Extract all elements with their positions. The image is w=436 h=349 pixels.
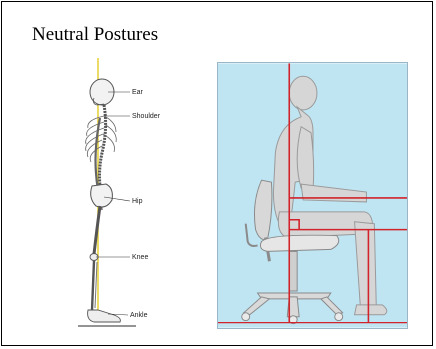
slide-title: Neutral Postures xyxy=(32,24,158,46)
chair-cylinder xyxy=(289,251,297,291)
seated-posture-diagram xyxy=(217,62,408,329)
femur xyxy=(94,206,100,254)
rib-cage xyxy=(86,116,117,162)
skeleton-posture-diagram: Ear Shoulder Hip Knee Ankle xyxy=(64,58,176,334)
label-ankle: Ankle xyxy=(130,312,148,319)
label-shoulder: Shoulder xyxy=(132,113,161,120)
pelvis xyxy=(91,184,113,207)
slide-frame: Neutral Postures xyxy=(1,1,433,346)
chair-seat xyxy=(260,235,338,251)
foot xyxy=(88,310,121,322)
label-ear: Ear xyxy=(132,89,144,96)
label-knee: Knee xyxy=(132,254,148,261)
tibia xyxy=(92,261,94,310)
label-hip: Hip xyxy=(132,198,143,205)
